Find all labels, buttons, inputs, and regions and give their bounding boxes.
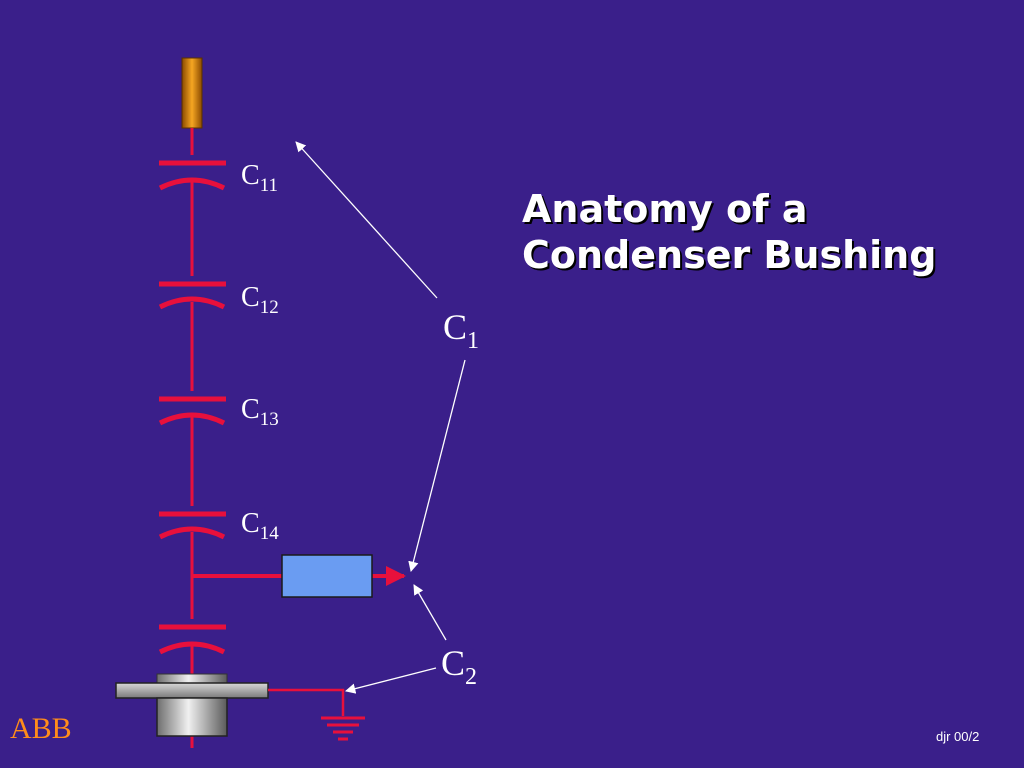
top-terminal [181, 57, 203, 129]
capacitor-c13 [158, 391, 226, 426]
title-line-1: Anatomy of a [522, 187, 808, 231]
ground-lead [268, 688, 345, 716]
abb-logo: ABB [10, 712, 72, 745]
capacitor-c12 [158, 276, 226, 310]
arrow-c2-to-tap [413, 584, 447, 641]
capacitor-c11 [158, 155, 226, 191]
capacitor-c14 [158, 506, 226, 540]
label-c13: C13 [241, 394, 279, 430]
test-tap-box [281, 554, 373, 598]
title-line-2: Condenser Bushing [522, 233, 937, 277]
arrow-c1-to-c11 [295, 141, 438, 299]
arrow-c1-to-tap [408, 359, 466, 573]
ground-symbol [321, 716, 365, 741]
flange-body [156, 697, 228, 737]
label-c11: C11 [241, 160, 278, 196]
label-c1: C1 [443, 307, 479, 354]
label-c2: C2 [441, 643, 477, 690]
footer-note: djr 00/2 [936, 729, 980, 744]
mounting-flange [115, 682, 269, 699]
label-c14: C14 [241, 508, 279, 544]
capacitor-c2 [158, 619, 226, 655]
flange-cap [156, 673, 228, 684]
arrow-c2-to-ground [344, 667, 437, 694]
page-title: Anatomy of a Condenser Bushing [522, 186, 936, 278]
label-c12: C12 [241, 282, 279, 318]
